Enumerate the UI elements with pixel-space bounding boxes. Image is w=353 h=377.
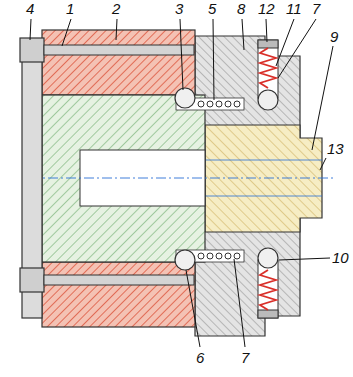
callout-number: 1 (65, 1, 75, 17)
callout-number: 5 (207, 1, 217, 17)
spring-symbol (260, 48, 276, 88)
spring-symbol (260, 270, 276, 310)
callout-number: 10 (331, 250, 350, 266)
callout-number: 12 (257, 1, 276, 17)
callout-number: 3 (174, 1, 184, 17)
bolt-shank (44, 275, 194, 285)
callout-number: 6 (195, 350, 205, 366)
bolt-shank (44, 45, 194, 55)
detent-bore (258, 40, 278, 98)
leader-lines (30, 19, 333, 347)
body-part (42, 262, 195, 327)
ball (258, 248, 278, 268)
callout-number: 11 (285, 1, 303, 17)
shaft-part (205, 125, 322, 232)
ball (175, 88, 195, 108)
bolt-head (20, 268, 44, 292)
callout-number: 13 (326, 141, 345, 157)
plug (258, 310, 278, 318)
plug (258, 40, 278, 48)
bolt-head (20, 38, 44, 62)
callout-number: 7 (240, 350, 250, 366)
detent-bore (258, 260, 278, 318)
ball (175, 250, 195, 270)
callout-number: 9 (329, 29, 339, 45)
callout-number: 4 (25, 1, 35, 17)
callout-number: 7 (311, 1, 321, 17)
bore-line (205, 196, 322, 197)
spring-coils (198, 101, 240, 107)
center-line (30, 178, 335, 179)
callout-number: 2 (111, 1, 121, 17)
body-part (42, 30, 195, 95)
inner-part (42, 95, 205, 262)
callout-number: 8 (236, 1, 246, 17)
ball (258, 90, 278, 110)
bore-line (205, 160, 322, 161)
spring-coils (198, 253, 240, 259)
